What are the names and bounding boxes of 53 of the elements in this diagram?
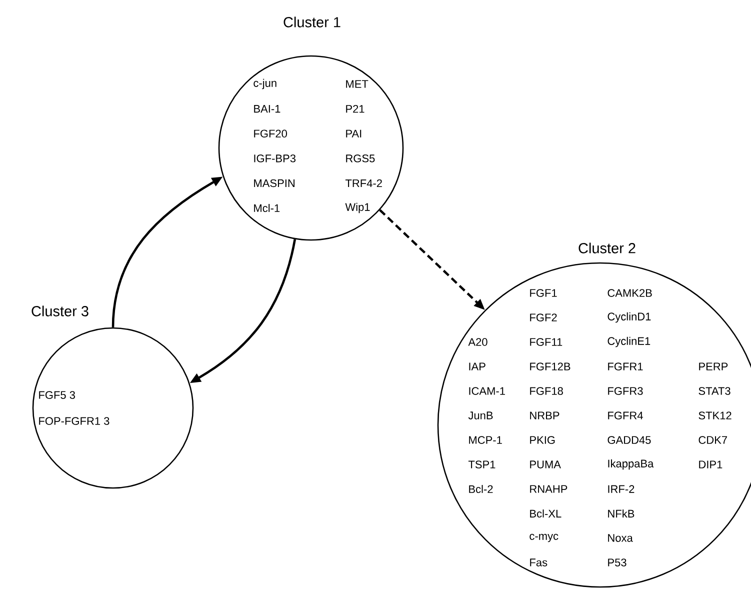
gene-name: FGFR3: [608, 387, 643, 395]
gene-name: Mcl-1: [254, 204, 280, 212]
gene-name: PAI: [346, 130, 362, 138]
gene-name: BAI-1: [254, 105, 280, 113]
gene-name: IkappaBa: [608, 459, 654, 470]
gene-name: MASPIN: [254, 179, 294, 188]
gene-name: RGS5: [346, 154, 375, 162]
gene-name: JunB: [468, 412, 493, 420]
gene-name: IGF-BP3: [254, 154, 296, 162]
gene-name: Bcl-2: [469, 484, 493, 494]
gene-name: FGF1: [530, 289, 557, 297]
gene-name: Wip1: [345, 202, 370, 214]
gene-name: ICAM-1: [469, 387, 505, 395]
gene-name: FGF5 3: [39, 391, 75, 399]
gene-name: c-myc: [530, 534, 558, 542]
gene-name: CyclinE1: [608, 336, 650, 348]
gene-name: GADD45: [608, 436, 651, 444]
gene-name: NRBP: [530, 412, 560, 420]
gene-name: CyclinD1: [608, 312, 651, 323]
gene-name: Fas: [530, 558, 548, 566]
gene-name: FGFR4: [608, 412, 643, 420]
gene-name: FGF2: [530, 314, 557, 322]
gene-name: NFkB: [608, 510, 634, 518]
gene-name: STAT3: [698, 387, 730, 395]
gene-name: RNAHP: [530, 485, 568, 493]
gene-name: FGFR1: [608, 362, 643, 370]
gene-name: CDK7: [698, 436, 727, 444]
cluster-title: Cluster 3: [32, 306, 88, 316]
gene-name: PUMA: [530, 460, 561, 468]
gene-name: A20: [468, 338, 488, 346]
gene-name: STK12: [698, 412, 732, 420]
gene-name: P21: [346, 104, 364, 113]
gene-name: DIP1: [699, 460, 722, 468]
gene-name: PKIG: [530, 436, 555, 444]
gene-name: FGF11: [530, 338, 562, 346]
gene-name: c-jun: [254, 78, 276, 90]
gene-name: Noxa: [608, 534, 633, 542]
gene-name: TSP1: [468, 460, 496, 468]
gene-name: FGF12B: [530, 362, 570, 370]
cluster-title: Cluster 1: [284, 16, 340, 28]
gene-name: TRF4-2: [345, 179, 382, 188]
gene-name: FGF20: [254, 130, 287, 138]
gene-name: FGF18: [530, 387, 563, 395]
gene-name: PERP: [699, 362, 728, 370]
gene-name: FOP-FGFR1 3: [39, 417, 110, 425]
gene-name: P53: [608, 558, 626, 566]
gene-name: CAMK2B: [608, 289, 652, 297]
gene-name: IAP: [469, 362, 486, 370]
gene-name: IRF-2: [608, 485, 634, 493]
gene-name: MET: [346, 80, 368, 88]
cluster-title: Cluster 2: [578, 242, 636, 254]
gene-name: Bcl-XL: [530, 509, 562, 518]
gene-name: MCP-1: [469, 436, 502, 444]
